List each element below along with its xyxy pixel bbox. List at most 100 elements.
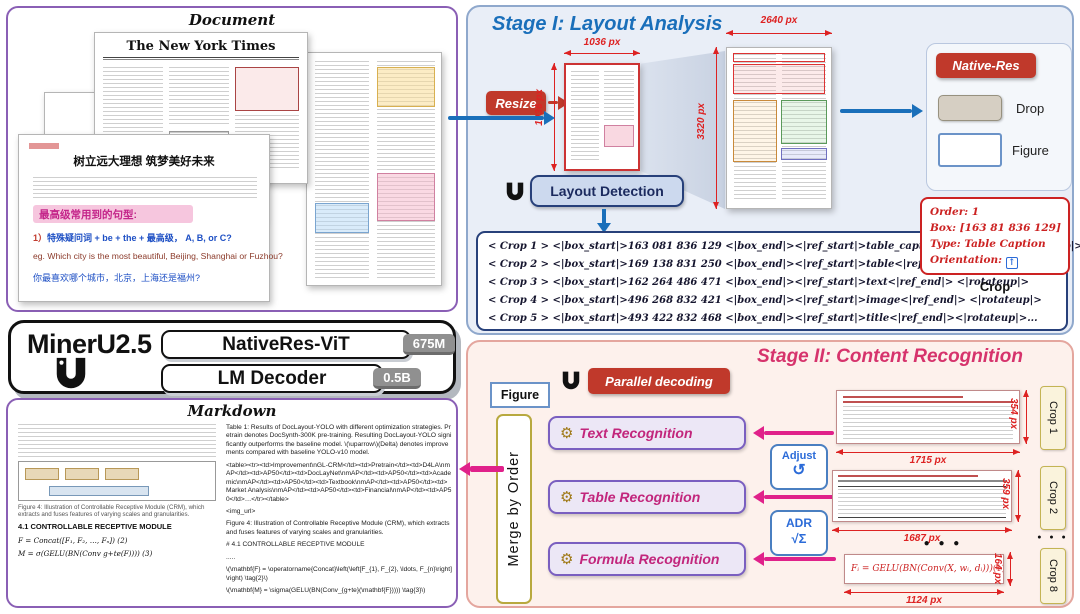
crop8-image: Fᵢ = GELU(BN(Conv(X, wᵢ, dᵢ))) (1) — [844, 554, 1004, 584]
mineru-name: MinerU2.5 — [27, 329, 152, 359]
cn-line3: 你最喜欢哪个城市，北京，上海还是福州? — [33, 273, 201, 283]
md-dots: ..... — [226, 553, 236, 561]
formula-recognition-button: ⚙ Formula Recognition — [548, 542, 746, 576]
markdown-rendered-column: Figure 4: Illustration of Controllable R… — [18, 424, 216, 602]
crop8-width: 1124 px — [906, 595, 942, 606]
dim-small-width-arrow — [564, 49, 640, 56]
md-table-caption: Table 1: Results of DocLayout-YOLO with … — [226, 424, 452, 457]
markdown-source-column: Table 1: Results of DocLayout-YOLO with … — [226, 424, 452, 604]
vit-label: NativeRes-ViT — [222, 333, 350, 355]
crop-orientation: Orientation: — [930, 254, 1002, 266]
md-heading: # 4.1 CONTROLLABLE RECEPTIVE MODULE — [226, 541, 365, 549]
crop-type: Type: Table Caption — [930, 238, 1046, 250]
crop1-label: Crop 1 — [1047, 401, 1059, 435]
resize-arrow — [548, 101, 558, 104]
figure-chip: Figure — [490, 382, 550, 408]
crop1-height: 354 px — [1008, 398, 1019, 430]
stage2-to-markdown-arrow — [470, 466, 504, 472]
to-nativeres-arrow — [840, 109, 912, 113]
crop8-formula: Fᵢ = GELU(BN(Conv(X, wᵢ, dᵢ))) — [851, 564, 993, 574]
cn-line2: eg. Which city is the most beautiful, Be… — [33, 251, 283, 261]
text-recognition-button: ⚙ Text Recognition — [548, 416, 746, 450]
dim-large-width-arrow — [726, 29, 832, 36]
figure-label: Figure — [1012, 143, 1049, 158]
parallel-decoding-badge: Parallel decoding — [588, 368, 730, 394]
crop2-height-arrow — [1014, 470, 1021, 522]
stage1-title: Stage I: Layout Analysis — [492, 13, 723, 35]
crop8-height: 164 px — [992, 553, 1003, 585]
orientation-up-icon: ↑ — [1005, 257, 1018, 269]
markdown-panel: Markdown Figure 4: Illustration of Contr… — [6, 398, 458, 608]
formula-recognition-label: Formula Recognition — [579, 551, 720, 567]
dim-small-width: 1036 px — [583, 37, 621, 48]
resized-doc-thumbnail — [564, 63, 640, 171]
table-recognition-button: ⚙ Table Recognition — [548, 480, 746, 514]
nativeres-vit-pill: NativeRes-ViT — [161, 330, 411, 359]
stage2-panel: Stage II: Content Recognition Parallel d… — [466, 340, 1074, 608]
nyt-masthead: The New York Times — [126, 39, 276, 54]
arrow-to-text-recognition — [764, 431, 834, 435]
resize-badge: Resize — [486, 91, 546, 115]
stage2-title: Stage II: Content Recognition — [757, 346, 1023, 367]
adr-box: ADR √Σ — [770, 510, 828, 556]
chinese-doc-title: 树立远大理想 筑梦美好未来 — [73, 156, 215, 168]
md-img-token: <img_url> — [226, 507, 256, 515]
mineru-logo-icon-small — [506, 182, 524, 201]
drop-label: Drop — [1016, 101, 1045, 116]
rendered-heading: 4.1 CONTROLLABLE RECEPTIVE MODULE — [18, 522, 172, 531]
crop1-image — [836, 390, 1020, 444]
crop2-width-arrow — [832, 526, 1012, 533]
crop1-height-arrow — [1022, 390, 1029, 444]
chinese-doc-page: 树立远大理想 筑梦美好未来 最高级常用到的句型: 1）特殊疑问词 + be + … — [18, 134, 283, 302]
crop-line-3: < Crop 3 > <|box_start|>162 264 486 471 … — [488, 277, 1030, 288]
crop8-label-box: Crop 8 — [1040, 548, 1066, 604]
drop-sample — [938, 95, 1002, 121]
crop-line-4: < Crop 4 > <|box_start|>496 268 832 421 … — [488, 295, 1042, 306]
crop8-height-arrow — [1006, 552, 1013, 586]
nativeres-doc — [726, 47, 832, 209]
ellipsis-dots-right: ● ● ● — [1037, 534, 1069, 541]
arrow-to-formula-recognition — [764, 557, 836, 561]
md-eq2: \(\mathbf{F} = \operatorname{Concat}\lef… — [226, 566, 452, 582]
rotate-ccw-icon: ↺ — [792, 462, 806, 479]
stage1-panel: Stage I: Layout Analysis Resize 1036 px … — [466, 5, 1080, 335]
table-recognition-label: Table Recognition — [579, 489, 701, 505]
paper-page — [306, 52, 442, 286]
crop-line-1: < Crop 1 > <|box_start|>163 081 836 129 … — [488, 241, 1080, 252]
crop-line-5: < Crop 5 > <|box_start|>493 422 832 468 … — [488, 313, 1038, 324]
gear-icon: ⚙ — [560, 551, 574, 568]
mineru-model-box: MinerU2.5 NativeRes-ViT 675M LM Decoder … — [8, 320, 456, 394]
figure-sample — [938, 133, 1002, 167]
crop-box-coords: Box: [163 81 836 129] — [930, 222, 1061, 234]
crop-caption: Crop — [979, 279, 1011, 294]
dim-large-width: 2640 px — [760, 15, 798, 26]
highlight-sentence-heading: 最高级常用到的句型: — [39, 208, 137, 221]
crop-order: Order: 1 — [930, 206, 980, 218]
cn-line1-num: 1） — [33, 233, 48, 243]
md-table-html: <table><tr><td>Improvement\nGL-CRM</td><… — [226, 461, 452, 503]
rendered-figure-caption: Figure 4: Illustration of Controllable R… — [18, 504, 205, 518]
gear-icon: ⚙ — [560, 425, 574, 442]
dim-large-height: 3320 px — [696, 103, 707, 140]
vit-params-badge: 675M — [403, 334, 455, 355]
markdown-panel-title: Markdown — [187, 402, 277, 420]
mineru-logo-icon — [56, 357, 86, 389]
rendered-eq2: F = Concat([F₁, F₂, …, Fₙ]) (2) — [18, 536, 128, 545]
ellipsis-dots: ● ● ● — [923, 538, 963, 549]
crop8-width-arrow — [844, 588, 1004, 595]
document-panel: Document The New York Times 树立远大理想 — [6, 6, 458, 312]
crop2-width: 1687 px — [903, 533, 941, 544]
mineru-logo-icon-small2 — [562, 371, 580, 390]
rendered-eq3: M = σ(GELU(BN(Conv g+te(F)))) (3) — [18, 549, 153, 558]
crop1-width-arrow — [836, 448, 1020, 455]
sqrt-sigma-icon: √Σ — [791, 531, 807, 546]
crop8-label: Crop 8 — [1047, 559, 1059, 593]
text-recognition-label: Text Recognition — [579, 425, 693, 441]
cn-line1-text: 特殊疑问词 + be + the + 最高级， A, B, or C? — [47, 233, 232, 243]
crop2-label: Crop 2 — [1047, 481, 1059, 515]
nativeres-badge: Native-Res — [936, 53, 1036, 78]
crop1-width: 1715 px — [909, 455, 947, 466]
adr-label: ADR — [786, 516, 812, 530]
arrow-to-table-recognition — [764, 495, 834, 499]
